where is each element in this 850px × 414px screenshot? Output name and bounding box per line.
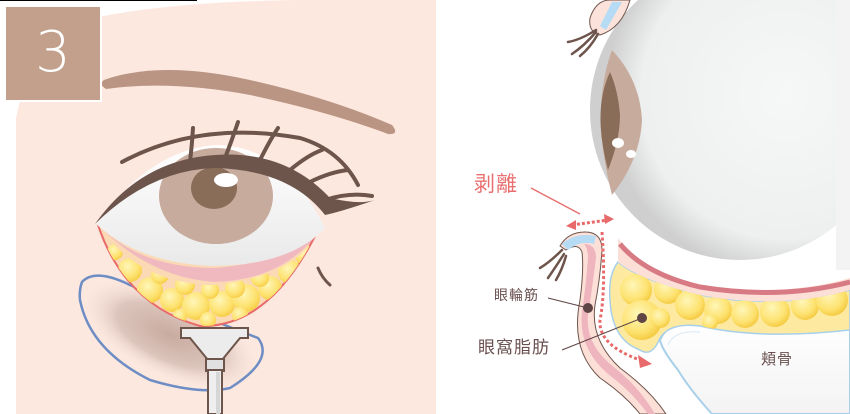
upper-eyelashes: [566, 28, 600, 58]
pupil: [191, 167, 237, 209]
upper-lash-line: [95, 154, 375, 224]
lower-eyelashes: [538, 248, 568, 282]
label-orbital-fat: 眼窩脂肪: [478, 338, 550, 358]
front-view-svg: [16, 0, 436, 414]
cross-section-illustration: [436, 0, 850, 414]
eyelashes: [188, 120, 374, 287]
peel-arrows: [566, 214, 652, 368]
retractor-tool: [180, 327, 249, 414]
peel-leader-line: [530, 187, 581, 215]
cross-section-svg: [530, 0, 850, 414]
label-peel: 剥離: [474, 172, 518, 196]
step-number: 3: [35, 19, 71, 85]
muscle-leader-line: [547, 297, 589, 309]
step-badge: 3: [4, 5, 102, 102]
muscle-leader-dot: [583, 303, 593, 313]
fat-leader-dot: [637, 313, 647, 323]
label-orbicularis-muscle: 眼輪筋: [494, 288, 539, 304]
eye-highlight: [214, 173, 238, 187]
eyelid-crease: [120, 130, 360, 187]
orbicularis-muscle: [581, 244, 655, 414]
eyebrow: [101, 70, 396, 135]
front-view-illustration: 3: [4, 0, 436, 414]
label-cheekbone: 頬骨: [761, 350, 794, 368]
conjunctiva: [98, 225, 322, 282]
top-border-line: [0, 0, 197, 1]
eyeball: [590, 0, 850, 260]
orbital-fat-cross-section: [620, 274, 848, 340]
fat-leader-line: [561, 317, 643, 351]
